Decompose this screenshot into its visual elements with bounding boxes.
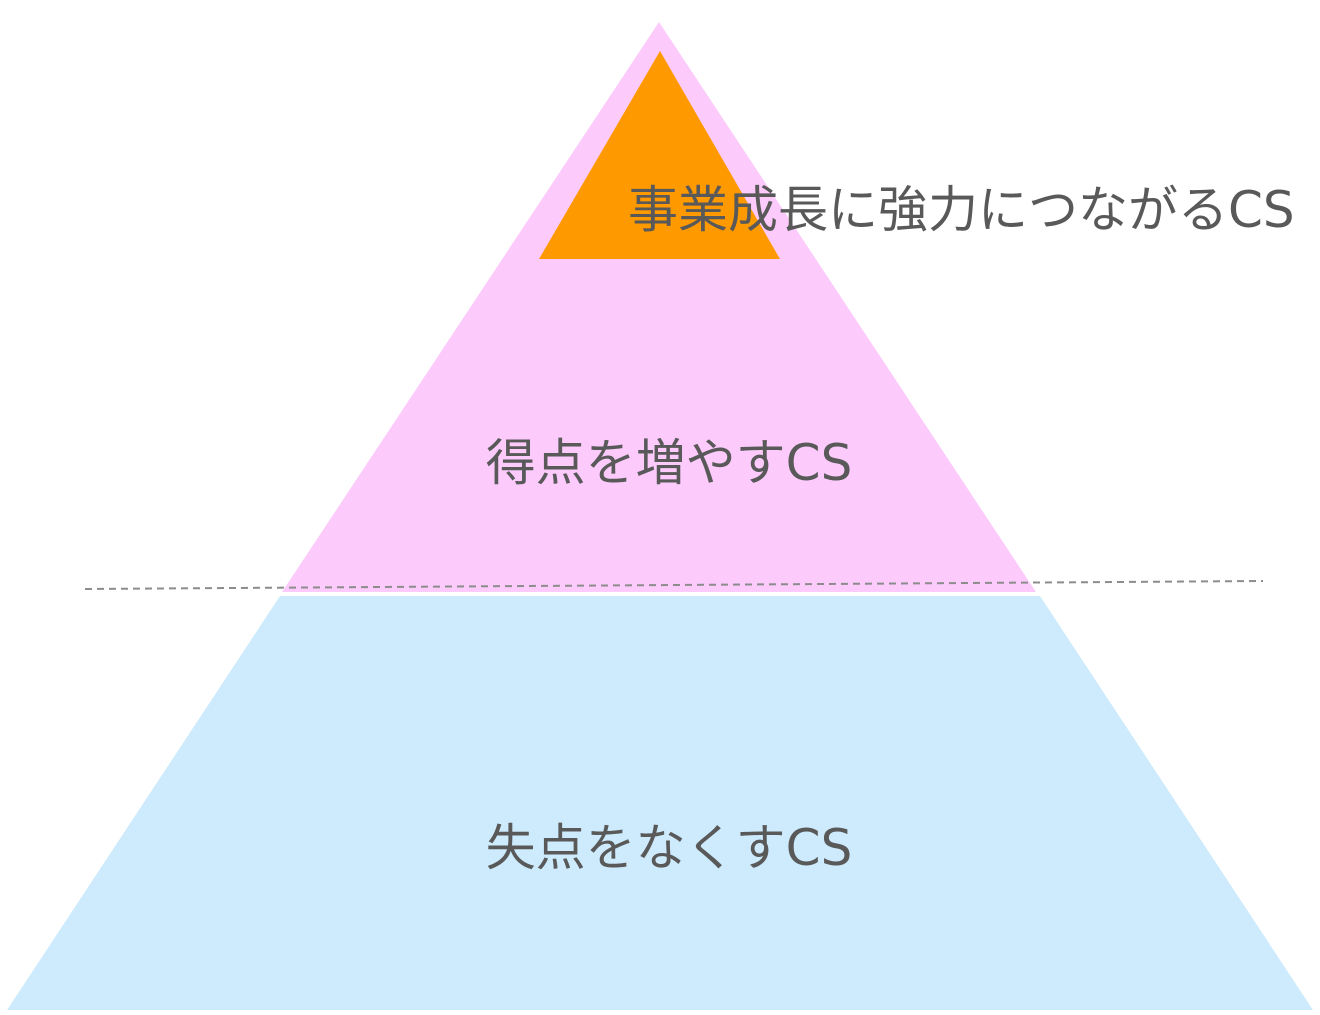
- divider-line: [84, 580, 1264, 590]
- tier-bottom-label: 失点をなくすCS: [486, 819, 853, 877]
- tier-middle-label: 得点を増やすCS: [486, 434, 853, 492]
- tier-top-shape: [539, 51, 780, 259]
- tier-top-label: 事業成長に強力につながるCS: [628, 181, 1295, 239]
- tier-bottom-shape: [7, 596, 1313, 1010]
- tier-middle-shape: [282, 22, 1036, 592]
